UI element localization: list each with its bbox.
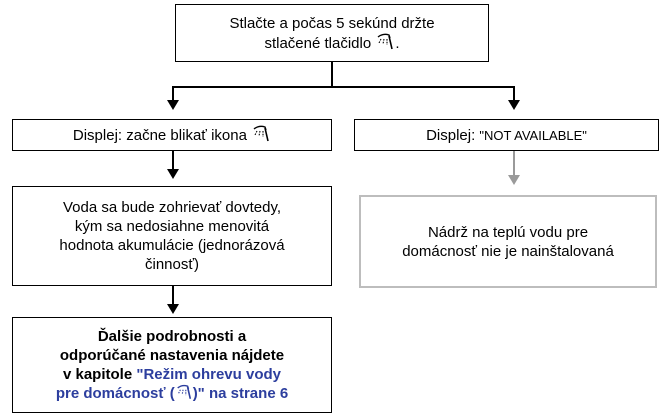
not-installed-line-2: domácnosť nie je nainštalovaná (402, 242, 614, 260)
details-line-1: Ďalšie podrobnosti a (97, 328, 247, 345)
details-reference-box: Ďalšie podrobnosti a odporúčané nastaven… (12, 317, 332, 413)
not-installed-line-1: Nádrž na teplú vodu pre (427, 223, 589, 241)
chapter-link-end[interactable]: )" na strane 6 (192, 385, 289, 402)
connector-right-2 (513, 151, 515, 175)
tank-not-installed-box: Nádrž na teplú vodu pre domácnosť nie je… (359, 195, 657, 288)
display-not-available-box: Displej: "NOT AVAILABLE" (354, 119, 659, 151)
not-available-value: "NOT AVAILABLE" (479, 127, 587, 143)
heating-line-2: kým sa nedosiahne menovitá (74, 218, 270, 235)
display-left-label: Displej: začne blikať ikona (73, 125, 271, 145)
connector-left-2 (172, 151, 174, 169)
step-press-button-box: Stlačte a počas 5 sekúnd držte stlačené … (175, 4, 489, 62)
display-blinking-icon-box: Displej: začne blikať ikona (12, 119, 332, 151)
heating-line-1: Voda sa bude zohrievať dovtedy, (63, 199, 281, 216)
details-line-2: odporúčané nastavenia nájdete (59, 347, 285, 364)
details-line-3: v kapitole "Režim ohrevu vody (62, 366, 281, 383)
connector-right-drop (513, 86, 515, 100)
heating-line-4: činnosť) (145, 256, 199, 273)
chapter-link-cont[interactable]: pre domácnosť ( (55, 385, 175, 402)
chapter-link[interactable]: "Režim ohrevu vody (136, 366, 281, 383)
connector-left-drop (172, 86, 174, 100)
display-right-label: Displej: "NOT AVAILABLE" (426, 126, 587, 144)
arrow-down-left (167, 100, 179, 110)
heating-description-box: Voda sa bude zohrievať dovtedy, kým sa n… (12, 186, 332, 286)
arrow-down-right-2 (508, 175, 520, 185)
heating-line-3: hodnota akumulácie (jednorázová (59, 237, 285, 254)
step-line-1: Stlačte a počas 5 sekúnd držte (229, 14, 435, 32)
details-line-4[interactable]: pre domácnosť ( )" na strane 6 (56, 384, 288, 403)
connector-left-3 (172, 286, 174, 306)
arrow-down-right (508, 100, 520, 110)
arrow-down-left-3 (167, 304, 179, 314)
connector-top-vertical (331, 62, 333, 86)
hot-water-tap-icon (176, 384, 191, 399)
arrow-down-left-2 (167, 169, 179, 179)
step-line-2: stlačené tlačidlo . (264, 33, 400, 52)
connector-top-horizontal (172, 86, 514, 88)
hot-water-tap-icon (253, 125, 269, 142)
hot-water-tap-icon (377, 33, 394, 49)
